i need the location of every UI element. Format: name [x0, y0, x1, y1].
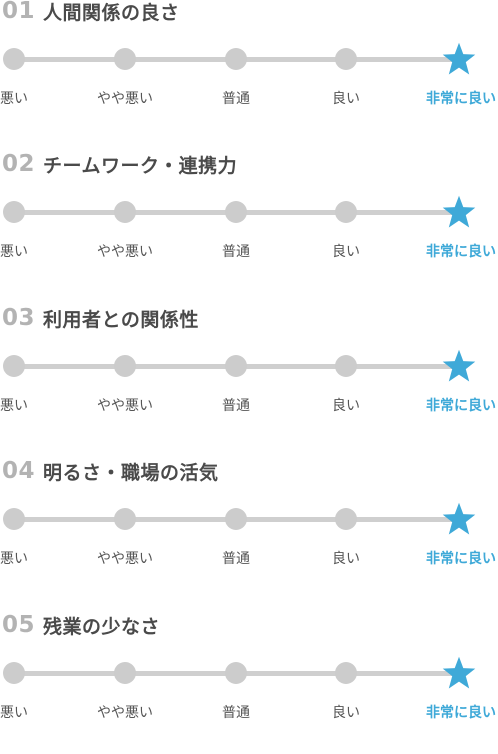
rating-number: 01 [2, 0, 36, 24]
rating-section-5: 05 残業の少なさ 悪い やや悪い 普通 良い 非常に良い [0, 612, 498, 754]
scale-label-somewhat-bad: やや悪い [97, 91, 153, 107]
rating-title: 人間関係の良さ [43, 1, 180, 24]
scale-label-very-good: 非常に良い [426, 551, 496, 567]
rating-section-1: 01 人間関係の良さ 悪い やや悪い 普通 良い 非常に良い [0, 0, 498, 140]
scale-point-bad[interactable] [3, 662, 25, 684]
scale-label-good: 良い [332, 244, 360, 260]
rating-heading: 01 人間関係の良さ [2, 0, 180, 26]
scale-label-somewhat-bad: やや悪い [97, 705, 153, 721]
scale-label-somewhat-bad: やや悪い [97, 551, 153, 567]
selected-star-icon[interactable] [441, 502, 477, 536]
selected-star-icon[interactable] [441, 42, 477, 76]
selected-star-icon[interactable] [441, 656, 477, 690]
scale-label-average: 普通 [222, 398, 250, 414]
rating-section-4: 04 明るさ・職場の活気 悪い やや悪い 普通 良い 非常に良い [0, 458, 498, 600]
rating-heading: 04 明るさ・職場の活気 [2, 456, 219, 486]
scale-point-average[interactable] [225, 662, 247, 684]
scale-point-average[interactable] [225, 508, 247, 530]
scale-label-average: 普通 [222, 551, 250, 567]
scale-label-average: 普通 [222, 705, 250, 721]
scale-point-somewhat-bad[interactable] [114, 662, 136, 684]
scale-label-average: 普通 [222, 244, 250, 260]
scale-label-good: 良い [332, 398, 360, 414]
scale-point-somewhat-bad[interactable] [114, 201, 136, 223]
scale-point-bad[interactable] [3, 508, 25, 530]
rating-heading: 05 残業の少なさ [2, 610, 160, 640]
scale-label-good: 良い [332, 705, 360, 721]
scale-label-good: 良い [332, 91, 360, 107]
scale-point-good[interactable] [335, 508, 357, 530]
rating-section-3: 03 利用者との関係性 悪い やや悪い 普通 良い 非常に良い [0, 305, 498, 447]
scale-label-bad: 悪い [0, 398, 28, 414]
scale-point-good[interactable] [335, 355, 357, 377]
rating-number: 03 [2, 305, 36, 331]
scale-point-somewhat-bad[interactable] [114, 355, 136, 377]
rating-number: 05 [2, 612, 36, 638]
rating-title: チームワーク・連携力 [43, 154, 238, 177]
rating-title: 利用者との関係性 [43, 308, 199, 331]
rating-heading: 03 利用者との関係性 [2, 303, 199, 333]
scale-point-good[interactable] [335, 48, 357, 70]
selected-star-icon[interactable] [441, 349, 477, 383]
scale-label-bad: 悪い [0, 705, 28, 721]
scale-point-bad[interactable] [3, 48, 25, 70]
scale-label-very-good: 非常に良い [426, 705, 496, 721]
scale-point-good[interactable] [335, 201, 357, 223]
scale-label-somewhat-bad: やや悪い [97, 398, 153, 414]
scale-label-bad: 悪い [0, 91, 28, 107]
scale-label-average: 普通 [222, 91, 250, 107]
rating-title: 明るさ・職場の活気 [43, 461, 219, 484]
scale-point-average[interactable] [225, 355, 247, 377]
rating-section-2: 02 チームワーク・連携力 悪い やや悪い 普通 良い 非常に良い [0, 151, 498, 293]
scale-label-somewhat-bad: やや悪い [97, 244, 153, 260]
scale-label-bad: 悪い [0, 244, 28, 260]
scale-label-very-good: 非常に良い [426, 398, 496, 414]
scale-point-bad[interactable] [3, 201, 25, 223]
scale-label-very-good: 非常に良い [426, 91, 496, 107]
scale-label-bad: 悪い [0, 551, 28, 567]
selected-star-icon[interactable] [441, 195, 477, 229]
scale-point-somewhat-bad[interactable] [114, 48, 136, 70]
scale-label-very-good: 非常に良い [426, 244, 496, 260]
rating-number: 02 [2, 151, 36, 177]
scale-point-good[interactable] [335, 662, 357, 684]
scale-point-bad[interactable] [3, 355, 25, 377]
scale-point-average[interactable] [225, 201, 247, 223]
rating-title: 残業の少なさ [43, 615, 161, 638]
scale-point-average[interactable] [225, 48, 247, 70]
scale-point-somewhat-bad[interactable] [114, 508, 136, 530]
scale-label-good: 良い [332, 551, 360, 567]
rating-number: 04 [2, 458, 36, 484]
rating-heading: 02 チームワーク・連携力 [2, 149, 237, 179]
